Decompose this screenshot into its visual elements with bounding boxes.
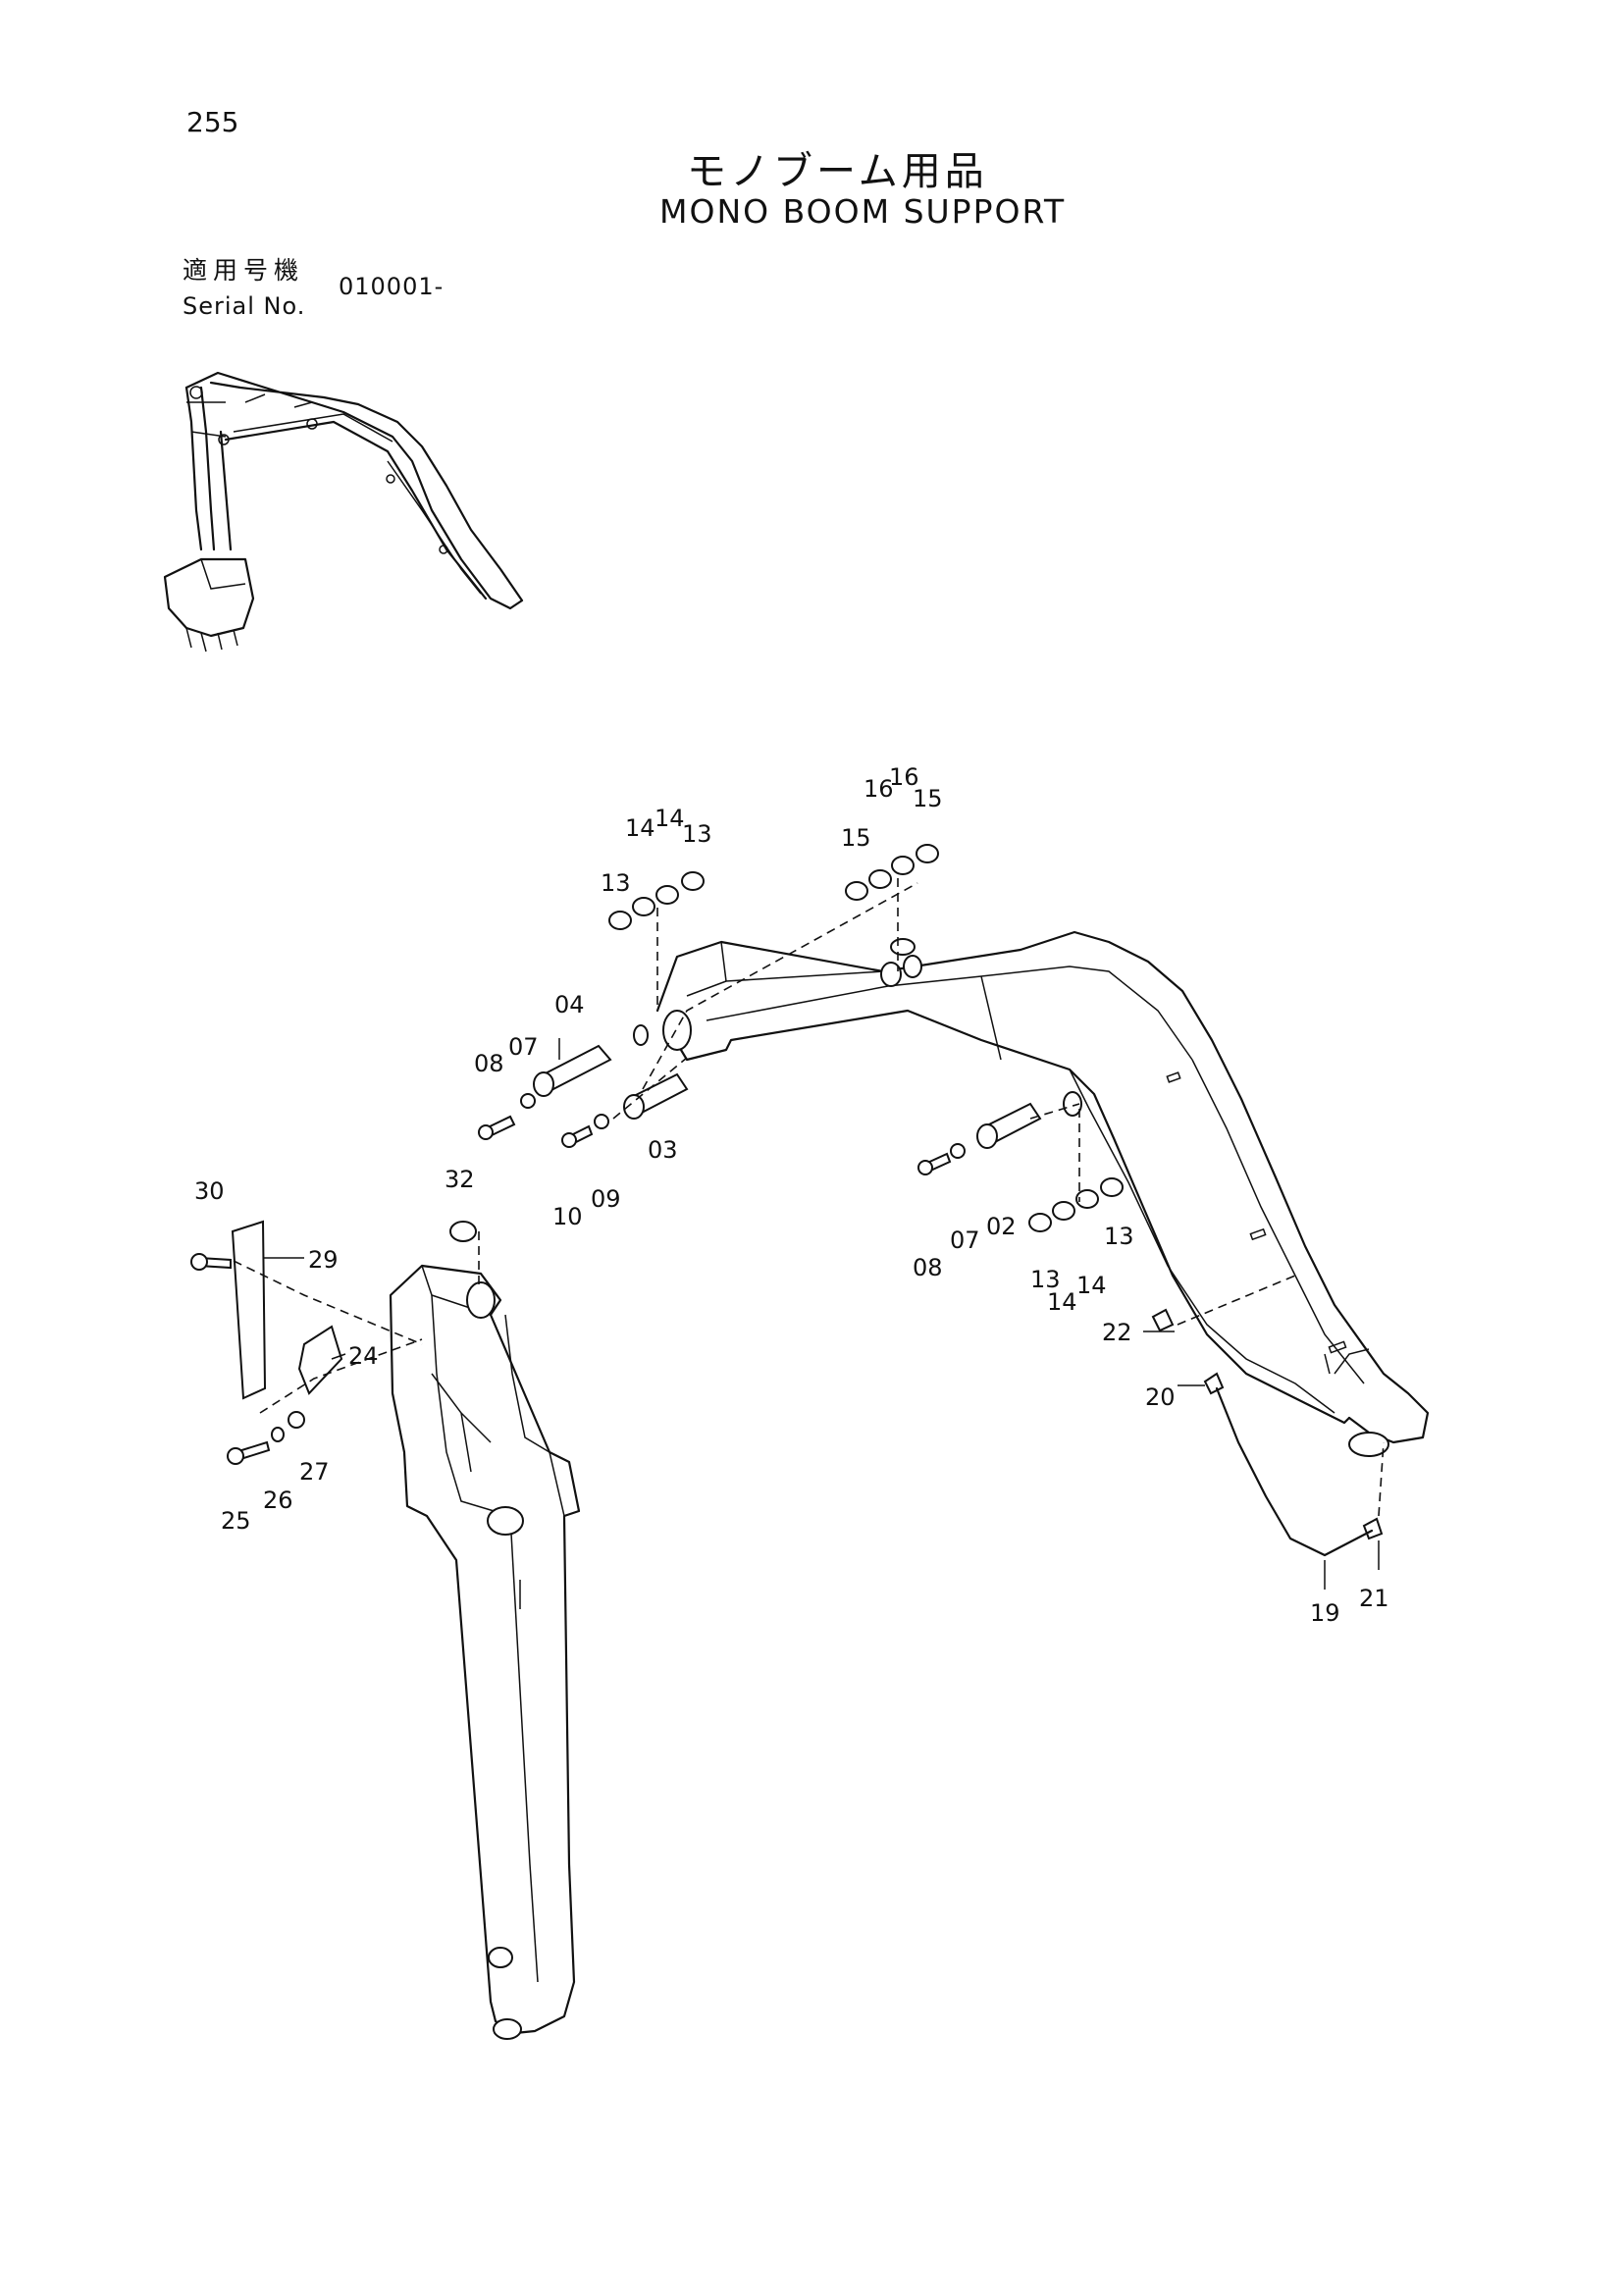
part-label-16: 16 [889, 763, 919, 791]
part-label-15: 15 [841, 824, 871, 852]
part-label-13: 13 [1104, 1223, 1134, 1250]
part-label-02: 02 [986, 1213, 1017, 1240]
part-label-07: 07 [950, 1226, 980, 1254]
part-label-26: 26 [263, 1487, 293, 1514]
part-label-13: 13 [682, 820, 712, 848]
serial-value: 010001- [339, 273, 445, 300]
part-label-30: 30 [194, 1177, 225, 1205]
part-label-03: 03 [648, 1136, 678, 1164]
part-label-27: 27 [299, 1458, 330, 1486]
part-label-29: 29 [308, 1246, 339, 1274]
part-label-16: 16 [864, 775, 894, 803]
part-label-14: 14 [625, 814, 655, 842]
label-leaders [263, 1038, 1380, 1590]
support-post [389, 1264, 581, 2040]
serial-label: Serial No. [183, 292, 306, 320]
part-label-04: 04 [554, 991, 585, 1018]
part-label-22: 22 [1102, 1319, 1132, 1346]
part-label-24: 24 [348, 1342, 379, 1370]
part-label-14: 14 [1047, 1288, 1077, 1316]
part-label-20: 20 [1145, 1383, 1176, 1411]
overview-excavator-illustration [163, 371, 524, 652]
part-label-09: 09 [591, 1185, 621, 1213]
part-label-15: 15 [913, 785, 943, 812]
page-number: 255 [186, 106, 239, 138]
page-title-japanese: モノブーム用品 [687, 149, 988, 194]
part-label-14: 14 [1076, 1272, 1107, 1299]
assembly-lines [233, 878, 1385, 1517]
part-label-07: 07 [508, 1033, 539, 1061]
part-label-08: 08 [474, 1050, 504, 1077]
part-label-13: 13 [601, 869, 631, 897]
part-number-labels: 30 29 24 25 26 27 32 13 14 14 13 04 07 0… [194, 763, 1389, 1627]
page-title: MONO BOOM SUPPORT [659, 192, 1067, 231]
part-label-14: 14 [654, 805, 685, 832]
part-label-21: 21 [1359, 1585, 1389, 1612]
part-label-25: 25 [221, 1507, 251, 1535]
part-label-08: 08 [913, 1254, 943, 1281]
part-label-19: 19 [1310, 1599, 1340, 1627]
small-parts [190, 844, 1384, 1557]
mono-boom [633, 930, 1430, 1457]
part-label-13: 13 [1030, 1266, 1061, 1293]
serial-label-japanese: 適用号機 [183, 256, 305, 285]
part-label-32: 32 [445, 1166, 475, 1193]
part-label-10: 10 [552, 1203, 583, 1230]
